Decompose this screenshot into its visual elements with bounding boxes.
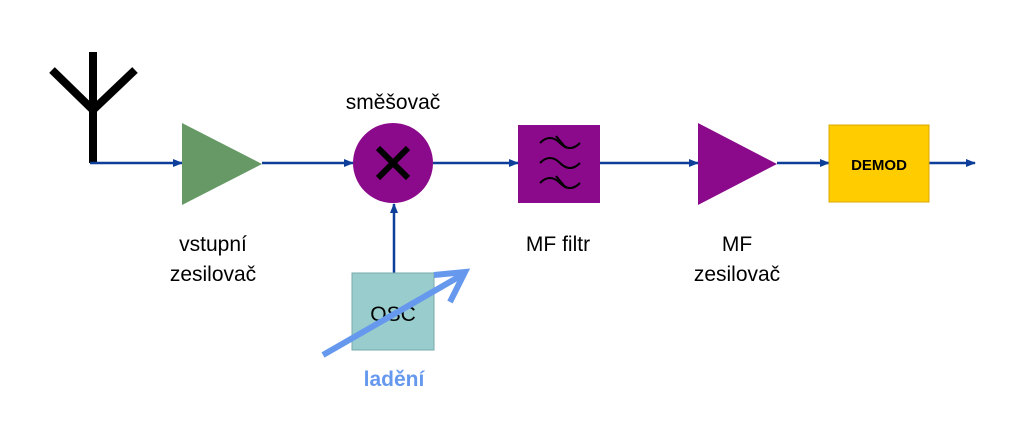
if-amplifier <box>698 123 777 205</box>
input-amp-label-line1: vstupní <box>179 233 247 256</box>
input-amp-label-line2: zesilovač <box>170 263 256 286</box>
tuning-label: ladění <box>364 368 426 391</box>
if-filter-label: MF filtr <box>526 233 590 256</box>
mixer <box>353 123 433 203</box>
demodulator <box>828 124 930 203</box>
if-amp-label-line1: MF <box>722 233 752 256</box>
multiply-icon <box>375 145 411 181</box>
if-filter <box>518 125 600 203</box>
tuning-arrow-icon <box>321 268 471 358</box>
demod-label: DEMOD <box>851 157 907 174</box>
bandpass-filter-icon <box>539 135 581 189</box>
antenna-icon <box>49 52 138 163</box>
if-amp-label-line2: zesilovač <box>694 263 780 286</box>
mixer-label: směšovač <box>346 91 441 114</box>
signal-path <box>90 159 976 273</box>
input-amplifier <box>182 123 262 205</box>
